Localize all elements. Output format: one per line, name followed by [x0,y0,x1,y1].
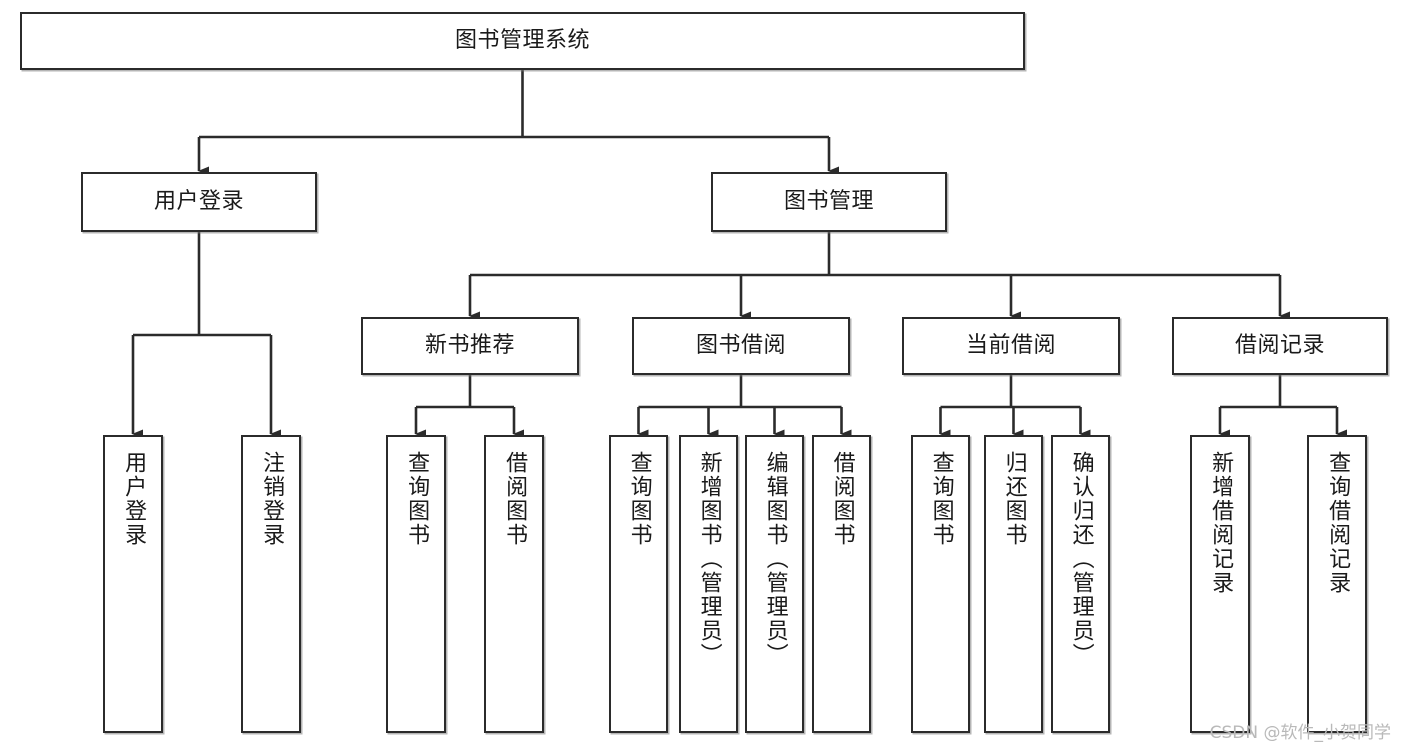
node-leaf-bw-query[interactable]: 查询图书 [609,435,668,733]
node-leaf-user-login[interactable]: 用户登录 [103,435,163,733]
node-login[interactable]: 用户登录 [81,172,317,232]
node-leaf-new-query[interactable]: 查询图书 [386,435,446,733]
node-leaf-rec-add[interactable]: 新增借阅记录 [1190,435,1250,733]
node-leaf-rec-query[interactable]: 查询借阅记录 [1307,435,1367,733]
node-label: 查询图书 [928,451,954,547]
node-label: 归还图书 [1001,451,1027,547]
node-newbook[interactable]: 新书推荐 [361,317,579,375]
node-leaf-new-borrow[interactable]: 借阅图书 [484,435,544,733]
node-label: 新书推荐 [424,332,515,358]
connector-lines [131,70,1347,439]
node-label: 编辑图书（管理员） [762,451,788,667]
node-label: 查询借阅记录 [1325,451,1351,595]
node-borrow[interactable]: 图书借阅 [632,317,850,375]
node-leaf-bw-add[interactable]: 新增图书（管理员） [679,435,738,733]
node-label: 确认归还（管理员） [1068,451,1094,667]
node-label: 注销登录 [259,451,285,547]
node-leaf-cur-confirm[interactable]: 确认归还（管理员） [1051,435,1110,733]
watermark-label: CSDN @软件_小贺同学 [1209,723,1391,743]
node-label: 当前借阅 [965,332,1056,358]
node-label: 借阅图书 [829,451,855,547]
node-label: 借阅记录 [1234,332,1325,358]
node-leaf-bw-borrow[interactable]: 借阅图书 [812,435,871,733]
node-leaf-cur-query[interactable]: 查询图书 [911,435,970,733]
node-label: 用户登录 [121,451,147,547]
node-label: 图书借阅 [695,332,786,358]
node-label: 借阅图书 [502,451,528,547]
node-leaf-cur-return[interactable]: 归还图书 [984,435,1043,733]
node-bookmgr[interactable]: 图书管理 [711,172,947,232]
node-label: 查询图书 [626,451,652,547]
node-root[interactable]: 图书管理系统 [20,12,1025,70]
node-label: 图书管理系统 [454,27,590,53]
node-leaf-bw-edit[interactable]: 编辑图书（管理员） [745,435,804,733]
node-label: 图书管理 [783,188,874,214]
node-label: 新增借阅记录 [1208,451,1234,595]
node-leaf-user-logout[interactable]: 注销登录 [241,435,301,733]
node-current[interactable]: 当前借阅 [902,317,1120,375]
node-label: 用户登录 [153,188,244,214]
node-label: 查询图书 [404,451,430,547]
node-label: 新增图书（管理员） [696,451,722,667]
node-record[interactable]: 借阅记录 [1172,317,1388,375]
